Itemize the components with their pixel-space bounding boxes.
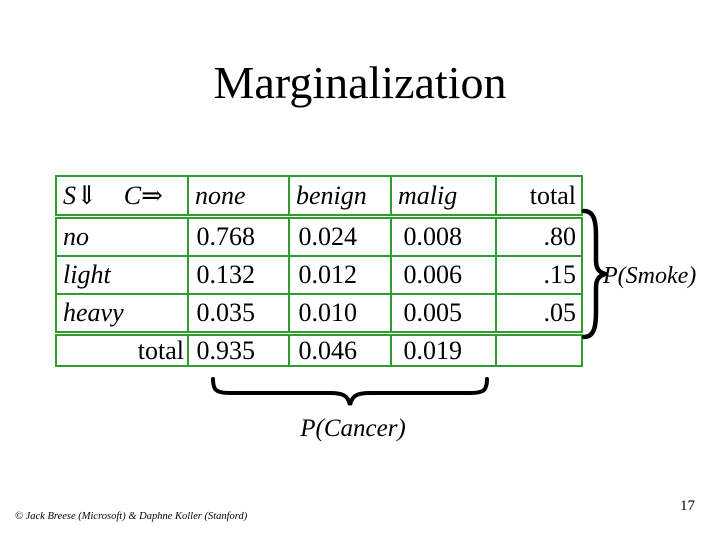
cell-light-total: .15 [495, 255, 581, 293]
cell-heavy-none: 0.035 [187, 293, 288, 331]
cell-light-none: 0.132 [187, 255, 288, 293]
cell-heavy-benign: 0.010 [288, 293, 390, 331]
table-body-section: no 0.768 0.024 0.008 .80 light 0.132 0.0… [55, 217, 583, 333]
cell-no-none: 0.768 [187, 219, 288, 255]
column-header-total: total [495, 177, 581, 214]
row-label-light: light [57, 255, 187, 293]
column-header-benign: benign [288, 177, 390, 214]
footer-credit: © Jack Breese (Microsoft) & Daphne Kolle… [15, 511, 248, 522]
column-header-malig: malig [390, 177, 495, 214]
cell-heavy-malig: 0.005 [390, 293, 495, 331]
cell-no-total: .80 [495, 219, 581, 255]
table-total-section: total 0.935 0.046 0.019 [55, 334, 583, 367]
row-label-heavy: heavy [57, 293, 187, 331]
row-label-no: no [63, 222, 89, 251]
p-cancer-annotation: P(Cancer) [300, 415, 406, 442]
row-label-total: total [137, 336, 184, 365]
cell-total-none: 0.935 [187, 336, 288, 365]
cell-total-total [495, 336, 581, 365]
cell-no-malig: 0.008 [390, 219, 495, 255]
cell-no-benign: 0.024 [288, 219, 390, 255]
cell-heavy-total: .05 [495, 293, 581, 331]
corner-header-cell: S⇓ C⇒ [63, 180, 163, 210]
table-header-section: S⇓ C⇒ none benign malig total [55, 175, 583, 216]
column-header-none: none [187, 177, 288, 214]
p-smoke-annotation: P(Smoke) [603, 263, 697, 289]
cell-light-benign: 0.012 [288, 255, 390, 293]
cell-total-malig: 0.019 [390, 336, 495, 365]
p-cancer-brace-icon [211, 377, 489, 406]
p-smoke-brace-icon [581, 208, 607, 340]
cell-light-malig: 0.006 [390, 255, 495, 293]
slide-number: 17 [680, 498, 695, 514]
page-title: Marginalization [213, 57, 507, 108]
cell-total-benign: 0.046 [288, 336, 390, 365]
